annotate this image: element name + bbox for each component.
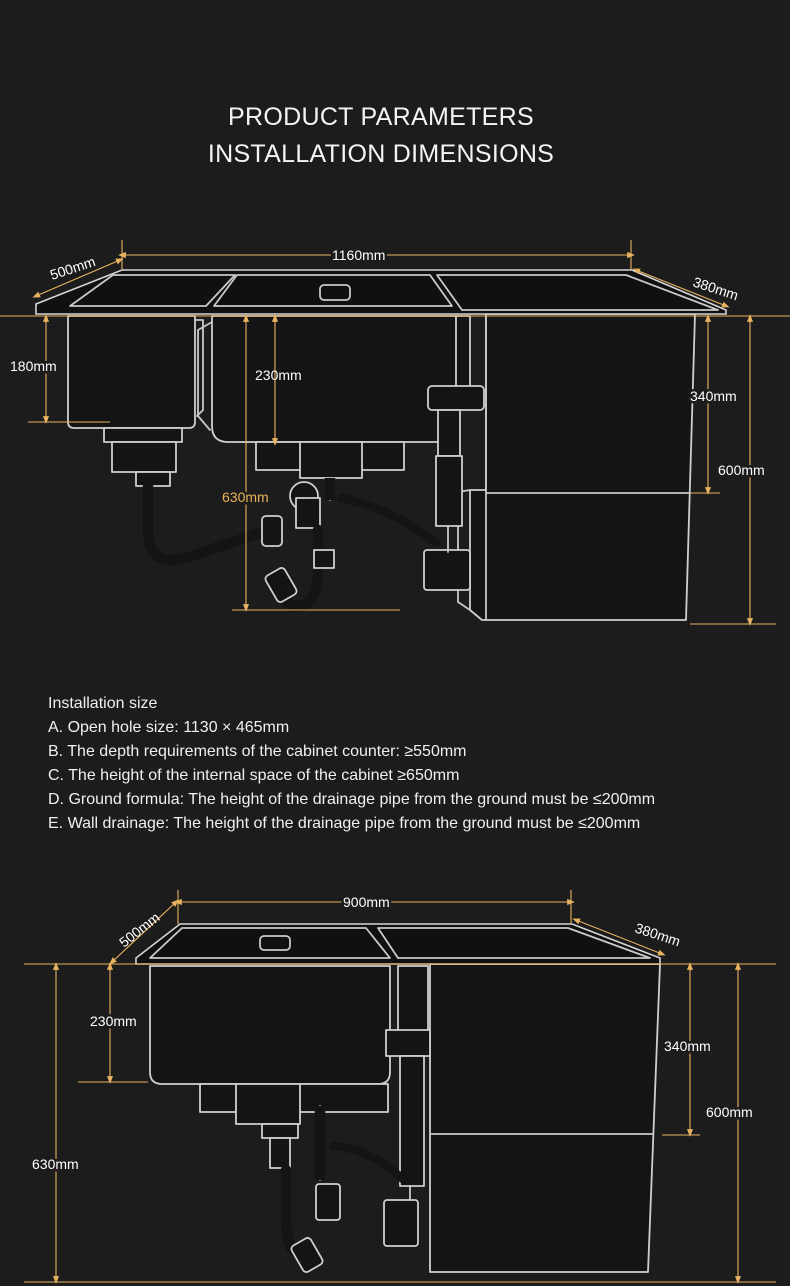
width-label: 1160mm — [332, 247, 385, 263]
depth-label: 500mm — [48, 253, 97, 283]
installation-heading: Installation size — [48, 695, 158, 712]
cabinet-outline — [457, 313, 696, 621]
bowl-depth-label: 230mm — [255, 367, 302, 383]
drain-pipes — [261, 1105, 409, 1273]
main-bowl — [197, 315, 459, 479]
small-bowl — [67, 315, 204, 487]
bowl-depth-label: 230mm — [90, 1013, 137, 1029]
main-bowl — [149, 965, 391, 1125]
drain-cover-icon — [259, 935, 291, 951]
width-dimension: 900mm — [174, 890, 575, 924]
bowl-depth-dimension: 230mm — [255, 314, 302, 446]
faucet-column — [383, 965, 431, 1247]
small-bowl-depth-dimension: 180mm — [8, 314, 59, 424]
cabinet-total-dimension: 600mm — [716, 314, 767, 626]
cabinet-upper-label: 340mm — [664, 1038, 711, 1054]
install-item-a: A. Open hole size: 1130 × 465mm — [48, 719, 290, 736]
drain-pipes — [142, 477, 441, 612]
small-bowl-depth-label: 180mm — [10, 358, 57, 374]
install-item-e: E. Wall drainage: The height of the drai… — [48, 815, 641, 832]
install-item-d: D. Ground formula: The height of the dra… — [48, 791, 656, 808]
cabinet-upper-label: 340mm — [690, 388, 737, 404]
cabinet-total-dimension: 600mm — [704, 962, 755, 1284]
sink-diagram-double: 900mm 500mm 380mm 230mm 630mm 340mm 600m… — [24, 890, 776, 1284]
width-dimension: 1160mm — [118, 240, 635, 270]
install-item-c: C. The height of the internal space of t… — [48, 767, 460, 784]
install-item-b: B. The depth requirements of the cabinet… — [48, 743, 467, 760]
sink-diagram-triple: 1160mm 500mm 380mm 180mm 230mm 630mm 340… — [0, 240, 790, 626]
drain-cover-icon — [319, 284, 351, 301]
cabinet-outline — [429, 963, 661, 1273]
faucet-column — [423, 315, 485, 591]
side-depth-label: 380mm — [633, 920, 682, 950]
page-subtitle: INSTALLATION DIMENSIONS — [207, 140, 555, 168]
cabinet-upper-dimension: 340mm — [688, 314, 739, 495]
installation-info: Installation size A. Open hole size: 113… — [48, 692, 655, 836]
cabinet-upper-dimension: 340mm — [662, 962, 713, 1137]
bowl-depth-dimension: 230mm — [88, 962, 139, 1084]
total-height-dimension: 630mm — [220, 314, 271, 612]
cabinet-total-label: 600mm — [718, 462, 765, 478]
total-height-label: 630mm — [32, 1156, 79, 1172]
countertop — [135, 923, 661, 965]
total-height-label: 630mm — [222, 489, 269, 505]
total-height-dimension: 630mm — [30, 962, 81, 1284]
page-title: PRODUCT PARAMETERS — [228, 103, 534, 131]
width-label: 900mm — [343, 894, 390, 910]
cabinet-total-label: 600mm — [706, 1104, 753, 1120]
countertop — [35, 269, 727, 315]
